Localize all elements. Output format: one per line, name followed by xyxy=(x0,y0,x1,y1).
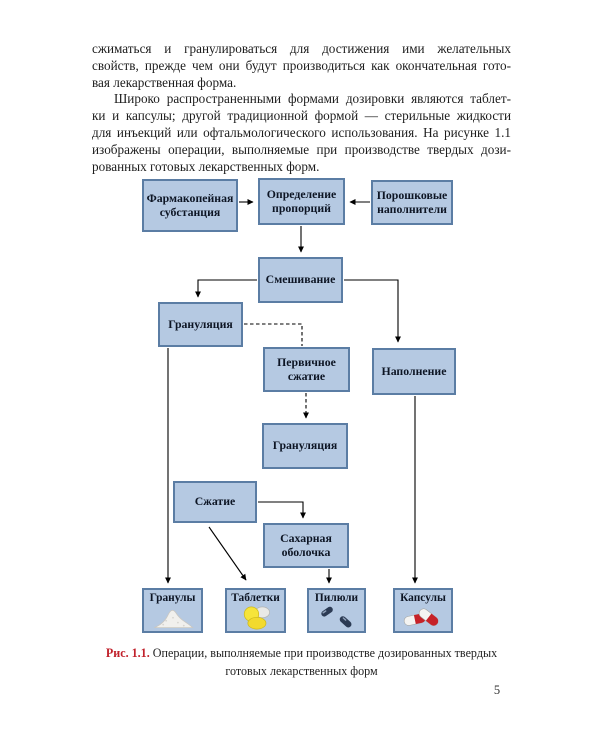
node-granules: Гранулы xyxy=(142,588,203,633)
node-label: Таблетки xyxy=(231,592,280,604)
body-text-line: Широко распространенными формами дозиров… xyxy=(114,91,511,107)
node-label: Порошковые наполнители xyxy=(376,187,448,216)
node-primary-compression: Первичное сжатие xyxy=(263,347,350,392)
body-text-line: сжиматься и гранулироваться для достижен… xyxy=(92,41,511,56)
node-label: Определение пропорций xyxy=(266,186,337,215)
node-label: Гранулы xyxy=(149,592,196,604)
body-text-line: для инъекций или офтальмологического исп… xyxy=(92,124,511,140)
caption-line-1: Рис. 1.1. Операции, выполняемые при прои… xyxy=(92,645,511,663)
arrow-mixing-to-granulation1 xyxy=(195,279,257,298)
page-number: 5 xyxy=(493,683,501,697)
node-pills: Пилюли xyxy=(307,588,366,633)
node-tablets: Таблетки xyxy=(225,588,286,633)
node-label: Грануляция xyxy=(272,438,338,453)
body-text: сжиматься и гранулироваться для достижен… xyxy=(92,41,511,175)
node-granulation-2: Грануляция xyxy=(262,423,348,469)
node-pharmacopoeial-substance: Фармакопейная субстанция xyxy=(142,179,238,232)
body-text-line: вая лекарственная форма. xyxy=(92,74,237,90)
figure-caption: Рис. 1.1. Операции, выполняемые при прои… xyxy=(92,645,511,680)
arrow-compression-to-sugar xyxy=(258,501,306,519)
node-powder-fillers: Порошковые наполнители xyxy=(371,180,453,225)
node-label: Сахарная оболочка xyxy=(280,530,332,559)
body-text-line: рованных готовых лекарственных форм. xyxy=(92,158,320,174)
node-label: Сжатие xyxy=(194,494,236,509)
node-label: Первичное сжатие xyxy=(277,354,336,383)
body-text-line: свойств, прежде чем они будут производит… xyxy=(92,57,511,73)
powder-pile-icon xyxy=(153,610,194,629)
tablets-icon xyxy=(243,606,270,630)
node-granulation-1: Грануляция xyxy=(158,302,243,347)
node-filling: Наполнение xyxy=(372,348,456,395)
node-label: Наполнение xyxy=(381,363,447,378)
body-text-line: изображены операции, выполняемые при про… xyxy=(92,141,511,157)
node-proportions: Определение пропорций xyxy=(258,178,345,225)
node-label: Фармакопейная субстанция xyxy=(146,190,234,219)
figure-number-label: Рис. 1.1. xyxy=(105,646,150,660)
arrow-compression-to-tablets xyxy=(208,526,247,581)
node-label: Капсулы xyxy=(400,592,446,604)
dashed-line-granulation1-to-primary xyxy=(244,323,303,346)
pills-icon xyxy=(320,607,351,628)
caption-line-2: готовых лекарственных форм xyxy=(225,663,378,678)
caption-text: Операции, выполняемые при производстве д… xyxy=(152,646,498,660)
node-label: Смешивание xyxy=(265,272,336,287)
body-text-line: ки и капсулы; другой традиционной формой… xyxy=(92,108,511,124)
node-capsules: Капсулы xyxy=(393,588,453,633)
node-compression: Сжатие xyxy=(173,481,257,523)
node-label: Грануляция xyxy=(168,316,233,331)
node-label: Пилюли xyxy=(314,592,359,604)
node-mixing: Смешивание xyxy=(258,257,343,303)
arrow-mixing-to-filling xyxy=(344,279,401,343)
node-sugar-coating: Сахарная оболочка xyxy=(263,523,349,568)
capsules-icon xyxy=(403,608,439,627)
